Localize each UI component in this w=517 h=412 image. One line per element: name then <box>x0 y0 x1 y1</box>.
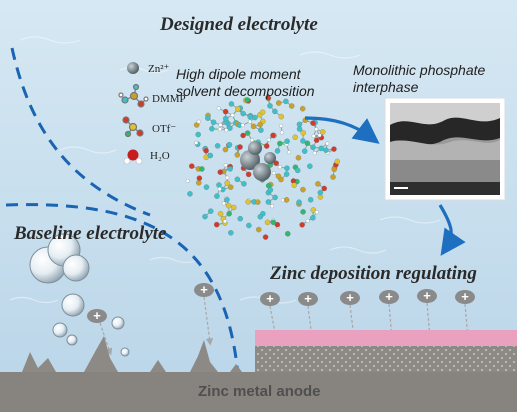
zinc-ion-badge: + <box>340 291 360 305</box>
legend-label-dmmp: DMMP <box>152 93 186 105</box>
designed-region-boundary <box>10 47 151 217</box>
zinc-ion-badge: + <box>260 292 280 306</box>
zinc-ion-badge: + <box>87 309 107 323</box>
baseline-ion <box>99 322 113 356</box>
zinc-ion-badge: + <box>194 283 214 297</box>
uniform-zinc-deposit <box>255 346 517 372</box>
zinc-ion-icon <box>127 62 139 74</box>
water-molecule-icon <box>123 149 143 165</box>
baseline-region-boundary <box>5 203 240 376</box>
ion-arrows <box>203 296 472 346</box>
otf-anion-icon <box>122 116 144 138</box>
zinc-ion-badge: + <box>298 292 318 306</box>
dipole-caption: High dipole moment solvent decomposition <box>176 66 315 99</box>
tem-image <box>384 97 506 201</box>
baseline-electrolyte-heading: Baseline electrolyte <box>14 223 167 244</box>
anode-label: Zinc metal anode <box>198 383 321 400</box>
legend-label-otf: OTf⁻ <box>152 123 177 135</box>
zinc-metal-anode <box>0 372 517 412</box>
zinc-ion-badge: + <box>455 290 475 304</box>
dmmp-molecule-icon <box>118 83 149 108</box>
arrow-to-interphase <box>304 116 380 144</box>
legend-label-water: H₂O <box>150 150 170 162</box>
zinc-deposition-heading: Zinc deposition regulating <box>270 263 477 284</box>
gas-bubbles <box>29 233 130 357</box>
interphase-caption: Monolithic phosphate interphase <box>353 62 486 95</box>
arrow-to-deposition <box>438 204 466 256</box>
phosphate-interphase-layer <box>255 330 517 346</box>
legend-label-zn: Zn²⁺ <box>148 63 170 75</box>
solvation-cluster <box>185 95 340 240</box>
designed-electrolyte-heading: Designed electrolyte <box>160 14 318 35</box>
zinc-ion-badge: + <box>379 290 399 304</box>
zinc-ion-badge: + <box>417 289 437 303</box>
